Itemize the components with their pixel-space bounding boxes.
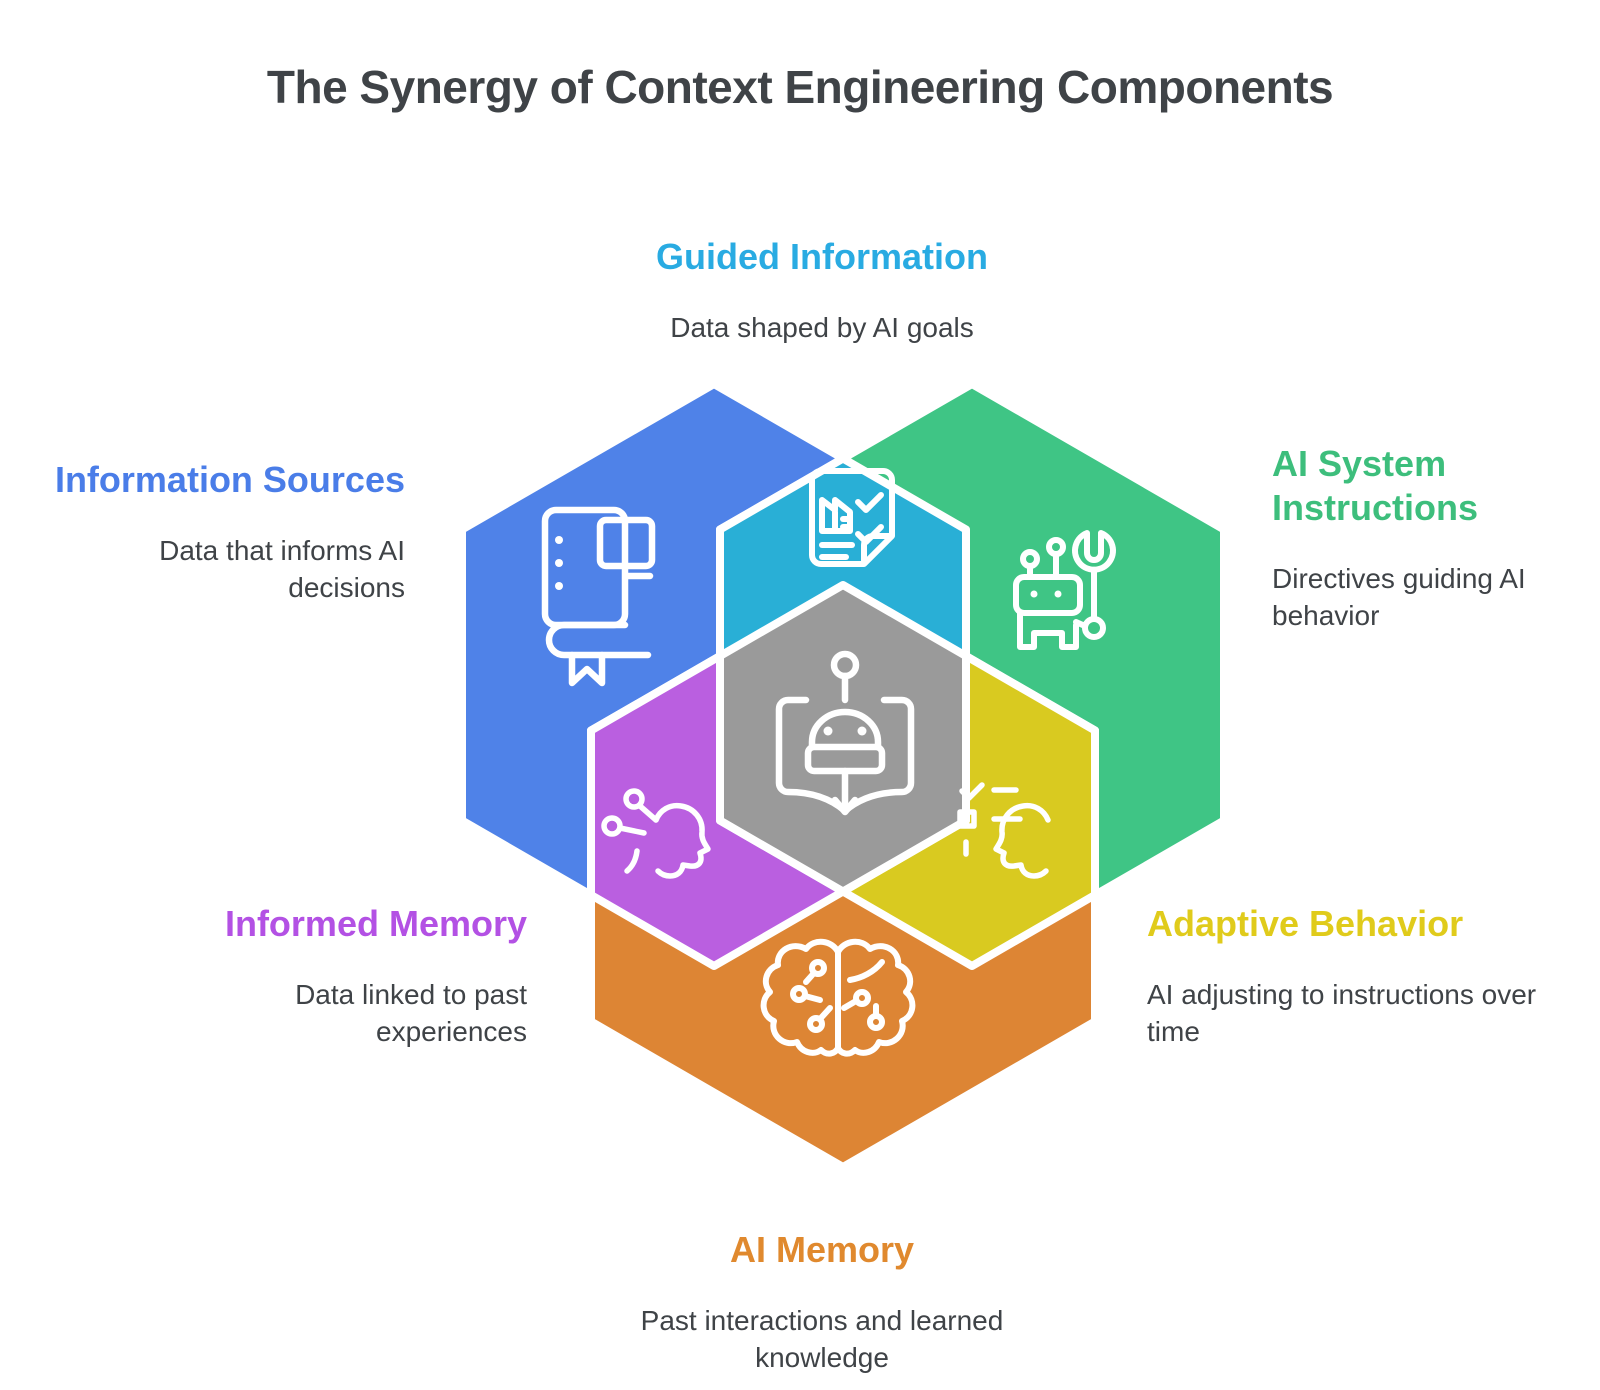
head-checklist-icon bbox=[957, 782, 1051, 879]
informed-memory-title: Informed Memory bbox=[224, 903, 527, 944]
document-checklist-icon bbox=[809, 468, 895, 567]
ai-memory-title: AI Memory bbox=[729, 1229, 915, 1270]
page-title: The Synergy of Context Engineering Compo… bbox=[266, 61, 1334, 113]
label-ai-memory: AI Memory Past interactions and learned … bbox=[472, 1228, 1172, 1376]
adaptive-behavior-desc: AI adjusting to instructions over time bbox=[1147, 979, 1537, 1047]
center-hexagon bbox=[716, 581, 970, 896]
brain-circuit-icon bbox=[760, 938, 916, 1057]
ai-system-instructions-title: AI System Instructions bbox=[1272, 443, 1479, 528]
robot-wrench-icon bbox=[1013, 530, 1116, 650]
information-sources-desc: Data that informs AI decisions bbox=[159, 535, 405, 603]
label-information-sources: Information Sources Data that informs AI… bbox=[0, 458, 405, 606]
label-informed-memory: Informed Memory Data linked to past expe… bbox=[0, 902, 527, 1050]
adaptive-behavior-title: Adaptive Behavior bbox=[1147, 903, 1464, 944]
information-sources-title: Information Sources bbox=[54, 459, 405, 500]
ai-memory-desc: Past interactions and learned knowledge bbox=[640, 1305, 1004, 1373]
ai-system-instructions-desc: Directives guiding AI behavior bbox=[1272, 563, 1526, 631]
head-circuit-icon bbox=[601, 788, 711, 879]
label-ai-system-instructions: AI System Instructions Directives guidin… bbox=[1272, 442, 1600, 634]
label-guided-information: Guided Information Data shaped by AI goa… bbox=[472, 235, 1172, 346]
book-icon bbox=[541, 506, 656, 687]
informed-memory-desc: Data linked to past experiences bbox=[295, 979, 527, 1047]
robot-book-icon bbox=[775, 650, 915, 816]
label-adaptive-behavior: Adaptive Behavior AI adjusting to instru… bbox=[1147, 902, 1587, 1050]
guided-information-desc: Data shaped by AI goals bbox=[670, 312, 974, 343]
guided-information-title: Guided Information bbox=[656, 236, 988, 277]
